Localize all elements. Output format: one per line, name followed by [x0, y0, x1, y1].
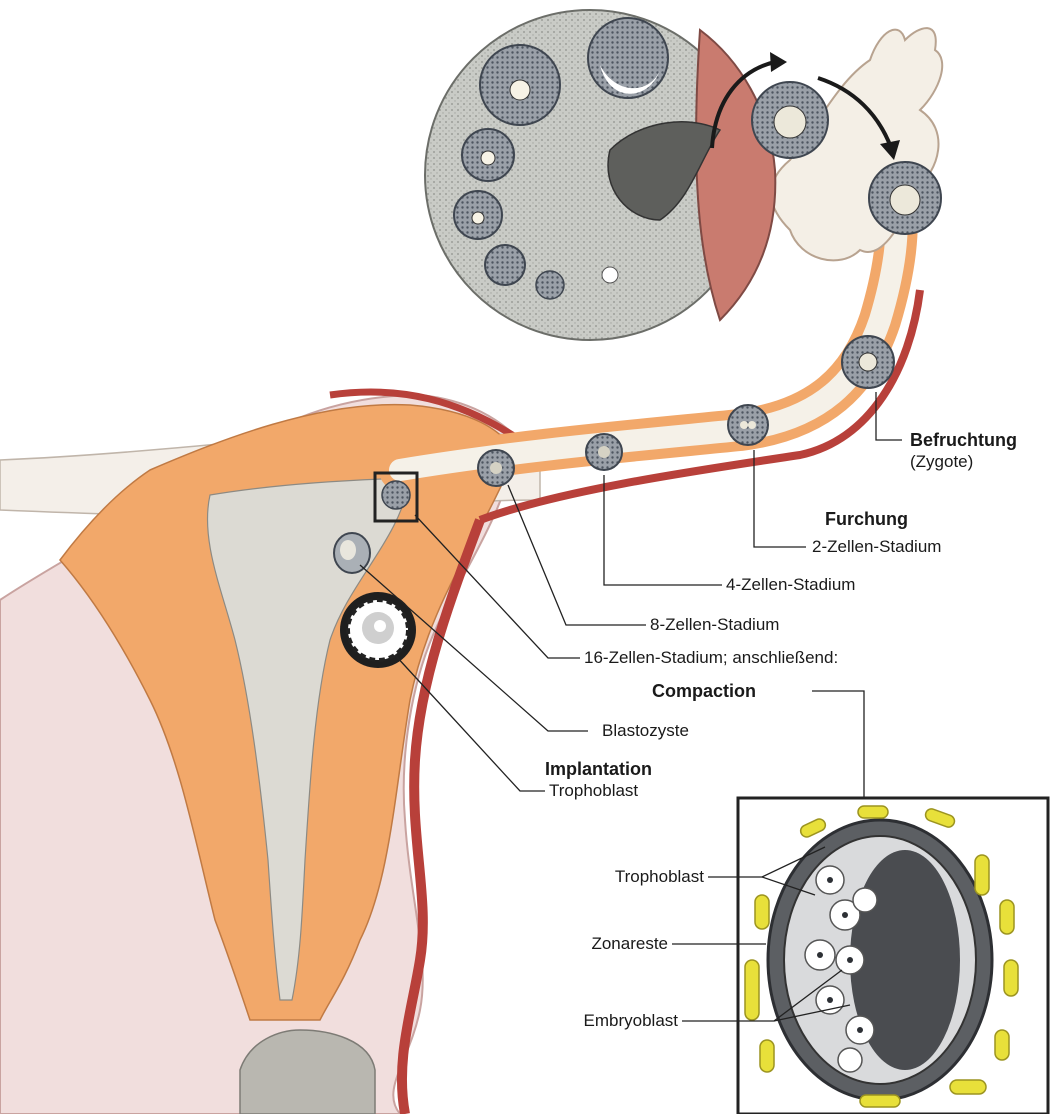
- sechzehn-zellen-label: 16-Zellen-Stadium; anschließend:: [584, 648, 838, 668]
- cervix: [240, 1030, 375, 1114]
- compaction-label: Compaction: [652, 681, 756, 701]
- compacted-morula: [768, 820, 992, 1100]
- vier-zellen-label: 4-Zellen-Stadium: [726, 575, 855, 595]
- fertilized-oocyte: [869, 162, 941, 234]
- trophoblast-main-label: Trophoblast: [549, 781, 638, 801]
- ovulation-arrow-head: [770, 52, 787, 72]
- compaction-leader: [812, 691, 864, 798]
- zygote-in-tube: [842, 336, 894, 388]
- sixteen-cell-embryo: [382, 481, 410, 509]
- eight-cell-embryo: [478, 450, 514, 486]
- four-cell-embryo: [586, 434, 622, 470]
- zygote-label: (Zygote): [910, 452, 973, 472]
- furchung-label: Furchung: [825, 509, 908, 529]
- implanted-embryo: [340, 592, 416, 668]
- implantation-label: Implantation: [545, 759, 652, 779]
- ovulated-oocyte: [752, 82, 828, 158]
- befruchtung-label: Befruchtung: [910, 430, 1017, 450]
- blastocyst: [334, 533, 370, 573]
- blastozyste-label: Blastozyste: [602, 721, 689, 741]
- embryoblast-label: Embryoblast: [540, 1011, 678, 1031]
- zonareste-label: Zonareste: [560, 934, 668, 954]
- acht-zellen-label: 8-Zellen-Stadium: [650, 615, 779, 635]
- vier-zellen-leader: [604, 475, 722, 585]
- ovary-cut-edge: [696, 30, 775, 320]
- two-cell-embryo: [728, 405, 768, 445]
- trophoblast-inset-label: Trophoblast: [574, 867, 704, 887]
- zwei-zellen-label: 2-Zellen-Stadium: [812, 537, 941, 557]
